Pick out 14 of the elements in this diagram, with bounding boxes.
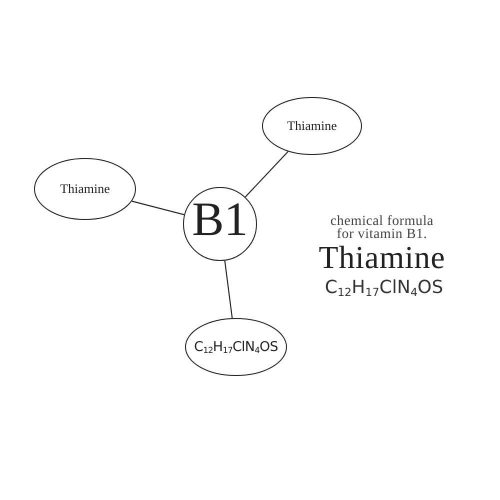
node-title: B1 bbox=[192, 192, 248, 246]
node-label: C$_{12}$H$_{17}$ClN$_{4}$OS bbox=[194, 339, 278, 355]
formula-text: C$_{12}$H$_{17}$ClN$_{4}$OS bbox=[324, 278, 444, 298]
ellipse-node bbox=[34, 158, 136, 220]
connector-line bbox=[224, 260, 233, 318]
ellipse-node bbox=[262, 97, 362, 155]
node-label: Thiamine bbox=[60, 181, 110, 197]
description-text: chemical formula for vitamin B1. bbox=[329, 215, 435, 241]
title-text: Thiamine bbox=[318, 241, 446, 273]
connector-line bbox=[132, 200, 184, 216]
connector-line bbox=[244, 151, 288, 198]
node-label: Thiamine bbox=[287, 118, 337, 134]
circle-node bbox=[183, 187, 257, 261]
ellipse-node bbox=[185, 318, 287, 376]
